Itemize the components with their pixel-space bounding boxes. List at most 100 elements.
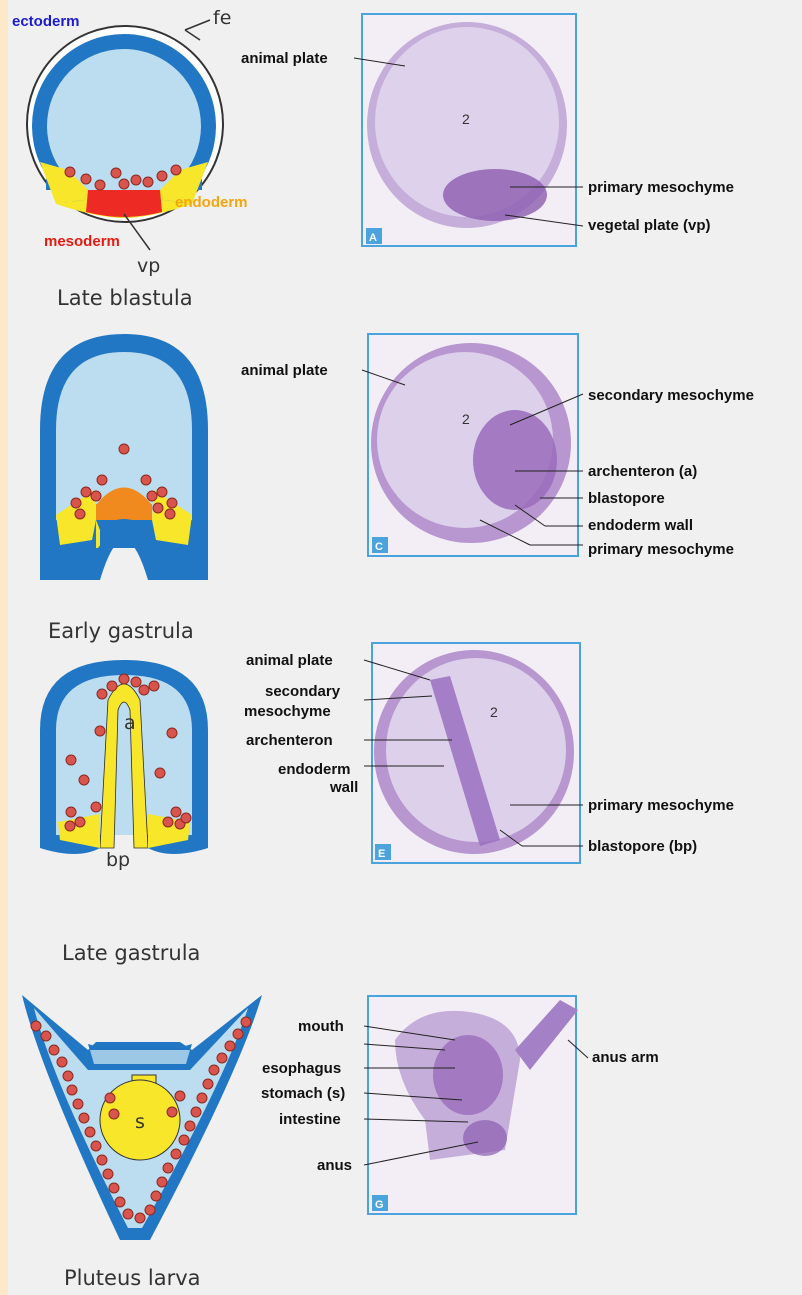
cell (67, 1085, 77, 1095)
label-primary-mesochyme: primary mesochyme (588, 541, 734, 558)
cell (157, 171, 167, 181)
early-gastrula-micrograph: 2 C (368, 334, 578, 556)
label-animal-plate: animal plate (241, 362, 328, 379)
cell (175, 1091, 185, 1101)
label-stomach: stomach (s) (261, 1085, 345, 1102)
cell (179, 1135, 189, 1145)
esophagus-fill (136, 1082, 144, 1088)
cell (49, 1045, 59, 1055)
cell (167, 1107, 177, 1117)
cell (123, 1209, 133, 1219)
mesoderm-plate (86, 190, 162, 217)
cell (91, 1141, 101, 1151)
cell (111, 168, 121, 178)
cell (73, 1099, 83, 1109)
photo-tag: E (378, 848, 385, 860)
cell (97, 1155, 107, 1165)
cell (151, 1191, 161, 1201)
late-blastula-micrograph: 2 A (362, 14, 576, 246)
mesenchyme-mass (443, 169, 547, 221)
cell (65, 821, 75, 831)
cell (119, 179, 129, 189)
late-blastula-caption: Late blastula (57, 286, 193, 310)
label-blastopore: blastopore (bp) (588, 838, 697, 855)
cell (97, 689, 107, 699)
label-primary-mesochyme: primary mesochyme (588, 797, 734, 814)
cell (241, 1017, 251, 1027)
intestine-mass (463, 1120, 507, 1156)
cell (119, 674, 129, 684)
fe-label: fe (213, 7, 231, 29)
mesoderm-label: mesoderm (44, 233, 120, 250)
label-mesochyme: mesochyme (244, 703, 331, 720)
cell (119, 444, 129, 454)
cell (217, 1053, 227, 1063)
label-esophagus: esophagus (262, 1060, 341, 1077)
endoderm-label: endoderm (175, 194, 248, 211)
cell (91, 802, 101, 812)
late-gastrula-micrograph: 2 E (372, 643, 580, 863)
cell (171, 807, 181, 817)
cell (145, 1205, 155, 1215)
photo-tag: C (375, 541, 383, 553)
ectoderm-label: ectoderm (12, 13, 80, 30)
label-animal-plate: animal plate (241, 50, 328, 67)
cell (163, 817, 173, 827)
label-mouth: mouth (298, 1018, 344, 1035)
label-animal-plate: animal plate (246, 652, 333, 669)
label-endoderm: endoderm (278, 761, 351, 778)
cell (225, 1041, 235, 1051)
mesoderm-fill (96, 504, 152, 520)
cell (153, 503, 163, 513)
cell (97, 475, 107, 485)
label-secondary-mesochyme: secondary mesochyme (588, 387, 754, 404)
cell (81, 174, 91, 184)
cell (71, 498, 81, 508)
label-intestine: intestine (279, 1111, 341, 1128)
cell (95, 180, 105, 190)
archenteron-mass (473, 410, 557, 510)
cell (197, 1093, 207, 1103)
cell (109, 1109, 119, 1119)
photo-tag: G (375, 1199, 384, 1211)
cell (171, 1149, 181, 1159)
cell (149, 681, 159, 691)
label-archenteron: archenteron (246, 732, 333, 749)
cell (139, 685, 149, 695)
cell (155, 768, 165, 778)
cell (163, 1163, 173, 1173)
cell (131, 677, 141, 687)
pluteus-larva-micrograph: G (368, 996, 578, 1214)
cell (65, 167, 75, 177)
cell (135, 1213, 145, 1223)
vp-label: vp (137, 255, 160, 277)
cell (75, 509, 85, 519)
cell (167, 498, 177, 508)
gut-mass (433, 1035, 503, 1115)
label-anus-arm: anus arm (592, 1049, 659, 1066)
cell (95, 726, 105, 736)
bp-label: bp (106, 849, 130, 871)
label-secondary: secondary (265, 683, 341, 700)
oral-hood-inner (90, 1050, 190, 1064)
late-gastrula-caption: Late gastrula (62, 941, 200, 965)
cell (141, 475, 151, 485)
cell (191, 1107, 201, 1117)
cell (157, 487, 167, 497)
cell (81, 487, 91, 497)
s-label: s (135, 1111, 145, 1133)
pluteus-larva-caption: Pluteus larva (64, 1266, 201, 1290)
cell (66, 807, 76, 817)
label-vegetal-plate: vegetal plate (vp) (588, 217, 711, 234)
cell (233, 1029, 243, 1039)
cell (91, 491, 101, 501)
cell (115, 1197, 125, 1207)
cell (66, 755, 76, 765)
cell (79, 775, 89, 785)
cell (107, 681, 117, 691)
cell (147, 491, 157, 501)
cell (63, 1071, 73, 1081)
cell (41, 1031, 51, 1041)
cell (165, 509, 175, 519)
